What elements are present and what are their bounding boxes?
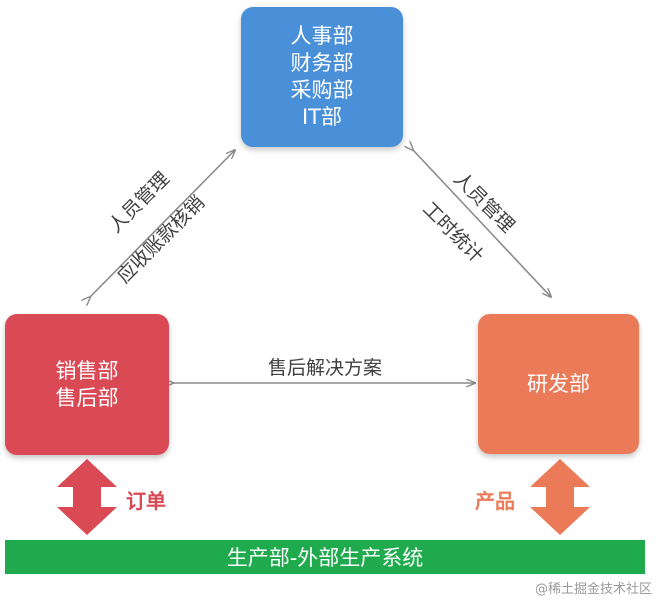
dept-box-rnd: 研发部 xyxy=(478,314,639,454)
connector-label-left-right: 售后解决方案 xyxy=(268,357,383,379)
order-label: 订单 xyxy=(126,489,166,513)
dept-label: 研发部 xyxy=(527,371,590,396)
dept-label: 人事部 xyxy=(290,24,354,48)
dept-label: 财务部 xyxy=(290,51,354,75)
connector-right-top xyxy=(413,150,551,297)
product-double-arrow xyxy=(530,459,590,535)
dept-box-admin: 人事部 财务部 采购部 IT部 xyxy=(241,7,403,147)
dept-label: IT部 xyxy=(301,105,343,129)
product-label: 产品 xyxy=(475,489,515,513)
production-system-bar: 生产部-外部生产系统 xyxy=(5,540,645,574)
dept-label: 销售部 xyxy=(55,358,119,383)
dept-box-sales: 销售部 售后部 xyxy=(5,314,169,455)
dept-label: 售后部 xyxy=(55,385,119,410)
dept-label: 采购部 xyxy=(290,78,354,102)
production-system-label: 生产部-外部生产系统 xyxy=(226,546,424,570)
connector-left-top xyxy=(90,150,235,297)
watermark: @稀土掘金技术社区 xyxy=(534,582,652,597)
order-double-arrow xyxy=(57,459,117,535)
